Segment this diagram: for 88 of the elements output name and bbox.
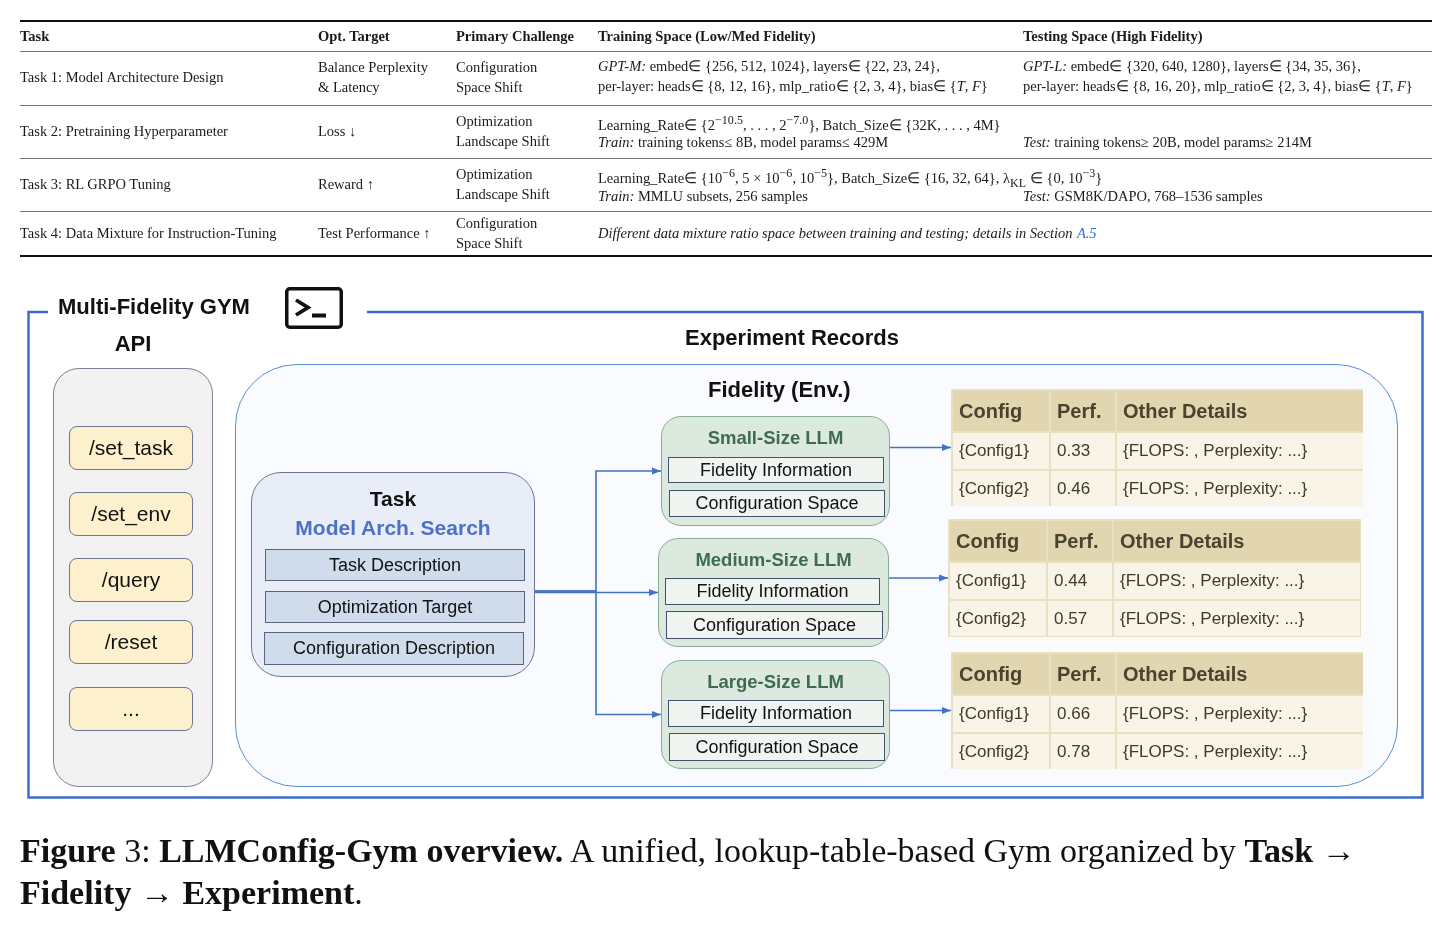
detail-text: {FLOPS: , Perplexity: ...} [1114, 563, 1360, 599]
challenge-text: Configuration Space Shift [456, 214, 537, 253]
panel-heading: Experiment Records [685, 325, 899, 351]
perf-score: 0.46 [1051, 471, 1115, 506]
api-endpoint: /query [69, 558, 193, 602]
perf-score: 0.78 [1051, 734, 1115, 769]
card-title: Small-Size LLM [706, 427, 845, 449]
column-header: Perf. [1048, 521, 1112, 561]
perf-score: 0.57 [1048, 601, 1112, 636]
note-text: Different data mixture ratio space between training and testing; details in Section A.5 [598, 224, 1097, 243]
column-header: Config [950, 521, 1046, 561]
detail-text: {FLOPS: , Perplexity: ...} [1117, 696, 1363, 732]
task-attribute: Task Description [265, 549, 525, 581]
records-table [951, 652, 1363, 769]
config-id: {Config2} [953, 734, 1049, 769]
fidelity-card [661, 416, 890, 526]
detail-text: {FLOPS: , Perplexity: ...} [1117, 433, 1363, 469]
arrow [889, 706, 952, 715]
records-table [951, 389, 1363, 506]
figure-caption: Figure 3: LLMConfig-Gym overview. A unified, lookup-table-based Gym organized by Task → Fidelity → Experiment. [20, 831, 1357, 913]
task-attribute: Configuration Description [264, 632, 524, 665]
fidelity-attribute: Configuration Space [666, 611, 883, 639]
task-name: Task 1: Model Architecture Design [20, 68, 224, 87]
task-name: Task 3: RL GRPO Tuning [20, 175, 171, 194]
fidelity-card [658, 538, 889, 647]
card-title: Task [368, 487, 418, 511]
target-text: Test Performance ↑ [318, 224, 431, 243]
arrow [534, 590, 662, 719]
config-id: {Config1} [953, 433, 1049, 469]
fidelity-attribute: Configuration Space [669, 490, 885, 517]
challenge-text: Optimization Landscape Shift [456, 165, 550, 204]
task-card [251, 472, 535, 677]
column-header: Config [953, 391, 1049, 431]
card-subtitle: Model Arch. Search [294, 516, 492, 540]
detail-text: {FLOPS: , Perplexity: ...} [1117, 471, 1363, 506]
column-header: Other Details [1117, 654, 1363, 694]
fidelity-card [661, 660, 890, 769]
target-text: Reward ↑ [318, 175, 374, 194]
gym-frame [27, 284, 1424, 799]
card-title: Large-Size LLM [706, 671, 845, 693]
perf-score: 0.66 [1051, 696, 1115, 732]
column-header: Other Details [1114, 521, 1360, 561]
challenge-text: Optimization Landscape Shift [456, 112, 550, 151]
challenge-text: Configuration Space Shift [456, 58, 537, 97]
column-header: Perf. [1051, 654, 1115, 694]
fidelity-attribute: Configuration Space [669, 733, 885, 761]
column-header: Training Space (Low/Med Fidelity) [598, 27, 816, 46]
api-endpoint: /set_env [69, 492, 193, 536]
space-spec: Learning_Rate∈ {2$^{−10.5}$, . . . , 2$^{−7.0}$}, Batch_Size∈ {32K, . . . , 4M} [598, 112, 1001, 135]
column-header: Primary Challenge [456, 27, 574, 46]
section-link: A.5 [1076, 225, 1097, 241]
space-spec: Test: training tokens≥ 20B, model params≥ 214M [1023, 133, 1312, 152]
section-heading: Fidelity (Env.) [708, 377, 851, 403]
column-header: Testing Space (High Fidelity) [1023, 27, 1203, 46]
perf-score: 0.33 [1051, 433, 1115, 469]
detail-text: {FLOPS: , Perplexity: ...} [1117, 734, 1363, 769]
api-endpoint: /reset [69, 620, 193, 664]
fidelity-attribute: Fidelity Information [668, 700, 884, 727]
api-endpoint: /set_task [69, 426, 193, 470]
task-name: Task 4: Data Mixture for Instruction-Tuning [20, 224, 277, 243]
config-id: {Config2} [950, 601, 1046, 636]
arrow [888, 574, 949, 582]
frame-title: Multi-Fidelity GYM [58, 294, 250, 320]
task-attribute: Optimization Target [265, 591, 525, 623]
target-text: Loss ↓ [318, 122, 357, 141]
column-header: Config [953, 654, 1049, 694]
target-text: Balance Perplexity & Latency [318, 58, 428, 97]
card-title: Medium-Size LLM [694, 549, 853, 571]
arrow [534, 588, 659, 597]
perf-score: 0.44 [1048, 563, 1112, 599]
space-spec: GPT-L: embed∈ {320, 640, 1280}, layers∈ {34, 35, 36}, per-layer: heads∈ {8, 16, 20}, mlp_ratio∈ {2, 3, 4}, bias∈ {T, F} [1023, 57, 1413, 96]
column-header: Opt. Target [318, 27, 390, 46]
fidelity-attribute: Fidelity Information [665, 578, 880, 605]
records-table [948, 519, 1361, 637]
arrow [889, 443, 952, 452]
api-endpoint: ... [69, 687, 193, 731]
space-spec: Train: training tokens≤ 8B, model params≤ 429M [598, 133, 889, 152]
panel-heading: API [113, 331, 153, 357]
column-header: Task [20, 27, 50, 46]
config-id: {Config1} [953, 696, 1049, 732]
detail-text: {FLOPS: , Perplexity: ...} [1114, 601, 1360, 636]
column-header: Perf. [1051, 391, 1115, 431]
space-spec: GPT-M: embed∈ {256, 512, 1024}, layers∈ {22, 23, 24}, per-layer: heads∈ {8, 12, 16}, mlp_ratio∈ {2, 3, 4}, bias∈ {T, F} [598, 57, 988, 96]
config-id: {Config2} [953, 471, 1049, 506]
fidelity-attribute: Fidelity Information [668, 457, 884, 483]
task-name: Task 2: Pretraining Hyperparameter [20, 122, 228, 141]
config-id: {Config1} [950, 563, 1046, 599]
column-header: Other Details [1117, 391, 1363, 431]
